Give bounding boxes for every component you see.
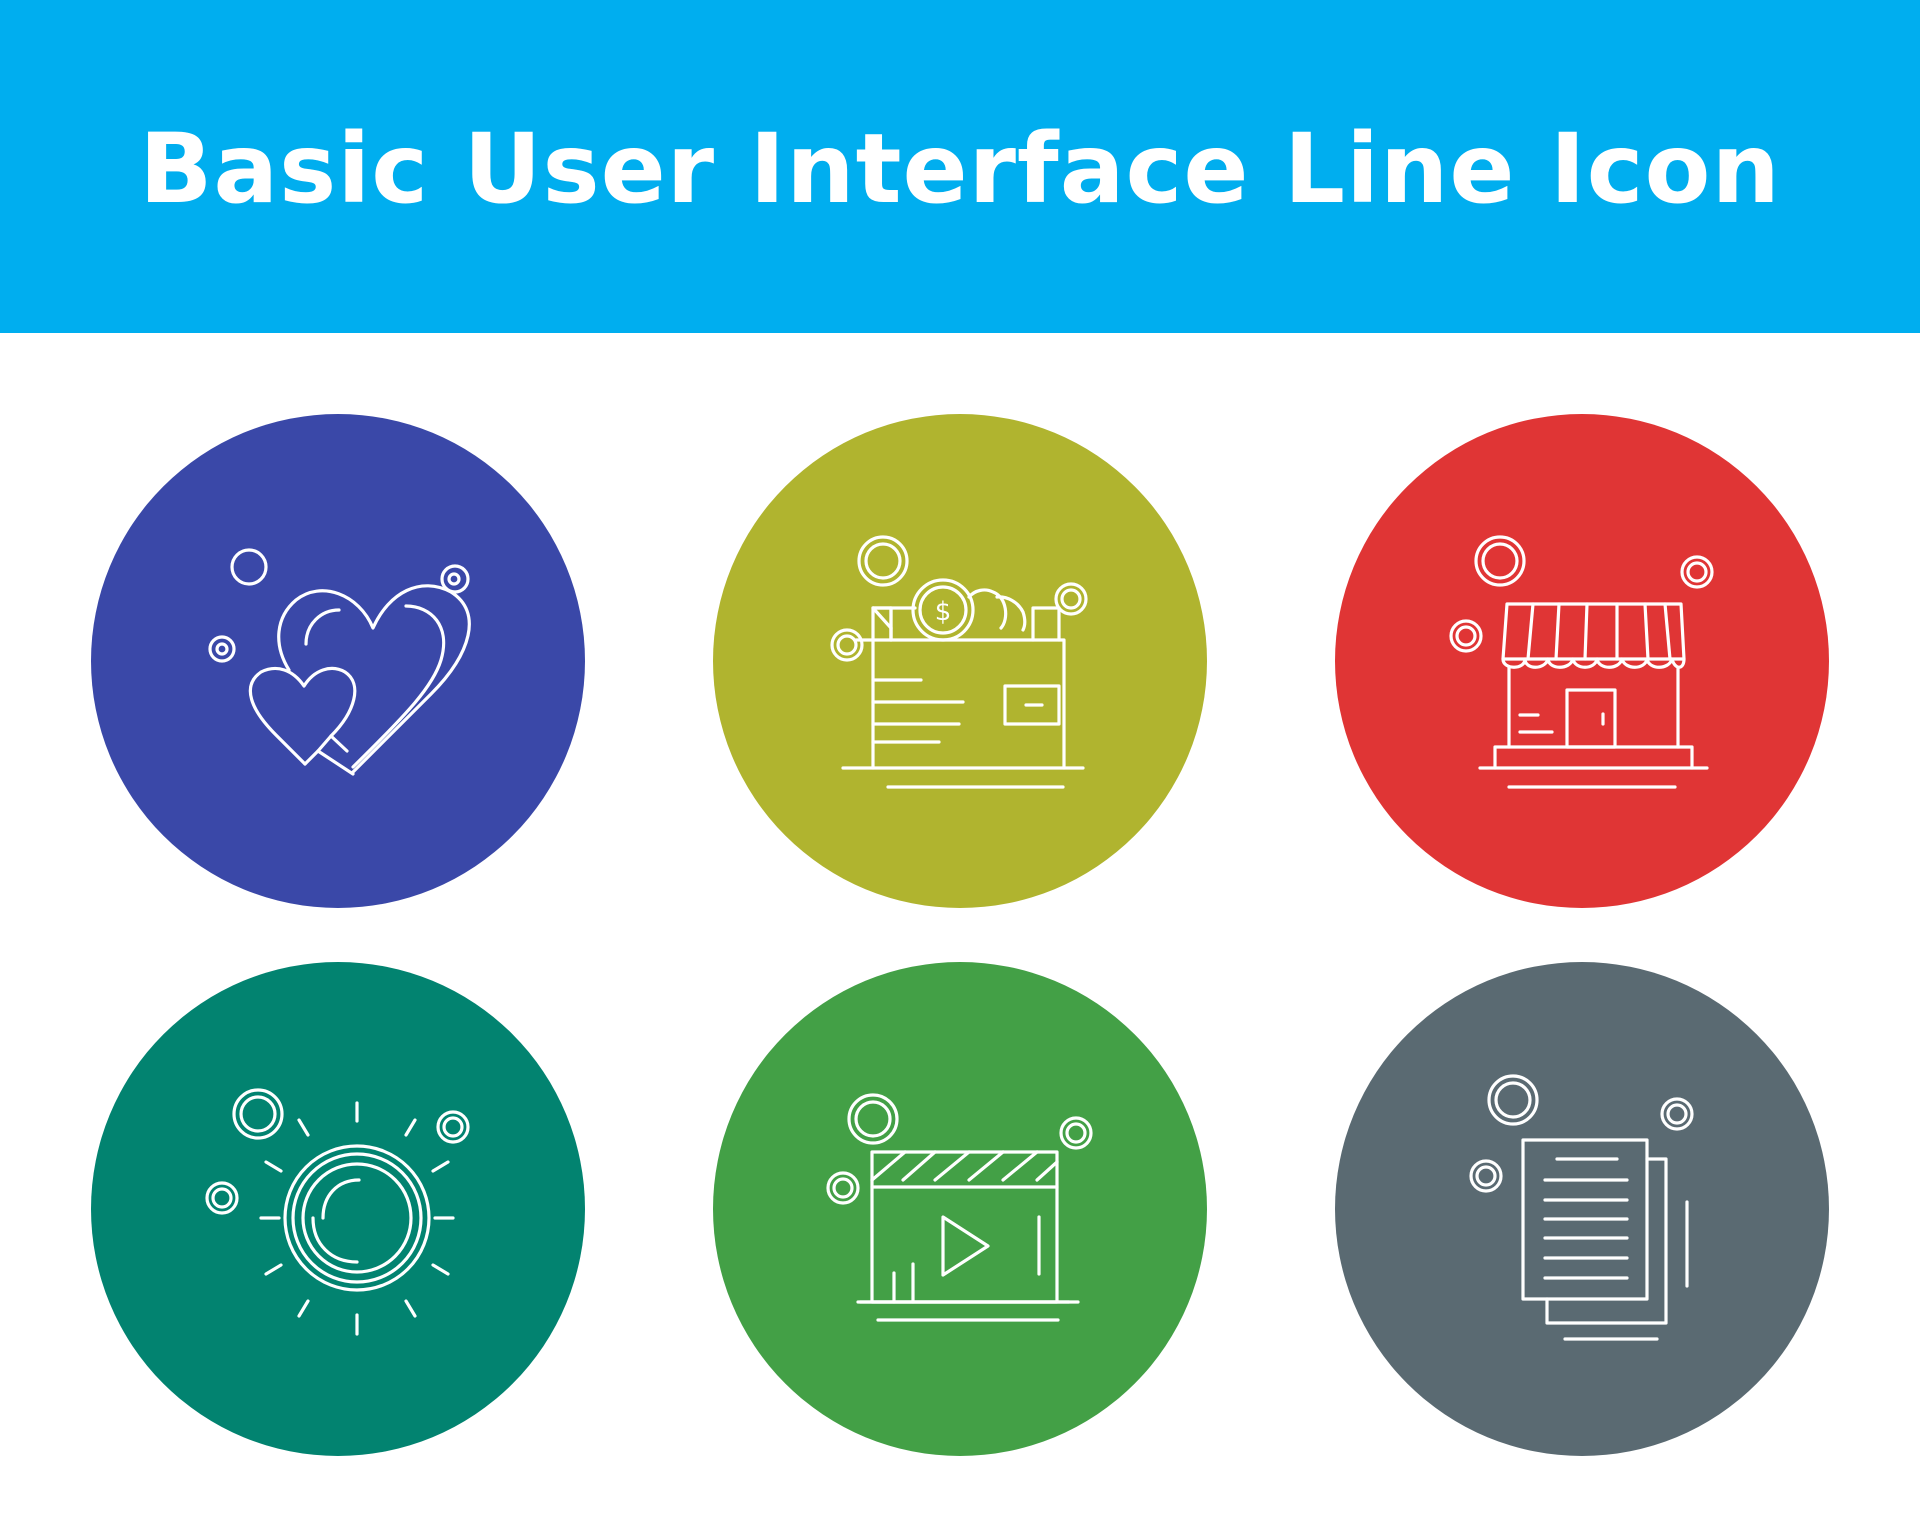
video-player-icon <box>826 1093 1093 1322</box>
sun-icon <box>205 1088 470 1336</box>
document-icon <box>1469 1074 1694 1341</box>
video-player-icon-circle <box>713 962 1207 1456</box>
hearts-icon-circle <box>91 414 585 908</box>
title-banner: Basic User Interface Line Icon <box>0 0 1920 333</box>
store-icon-circle <box>1335 414 1829 908</box>
wallet-icon-circle: $ <box>713 414 1207 908</box>
document-icon-circle <box>1335 962 1829 1456</box>
sun-icon-circle <box>91 962 585 1456</box>
store-icon <box>1449 535 1714 789</box>
hearts-icon <box>208 548 471 776</box>
wallet-icon: $ <box>830 535 1088 789</box>
page-title: Basic User Interface Line Icon <box>139 112 1781 225</box>
svg-text:$: $ <box>935 597 952 627</box>
